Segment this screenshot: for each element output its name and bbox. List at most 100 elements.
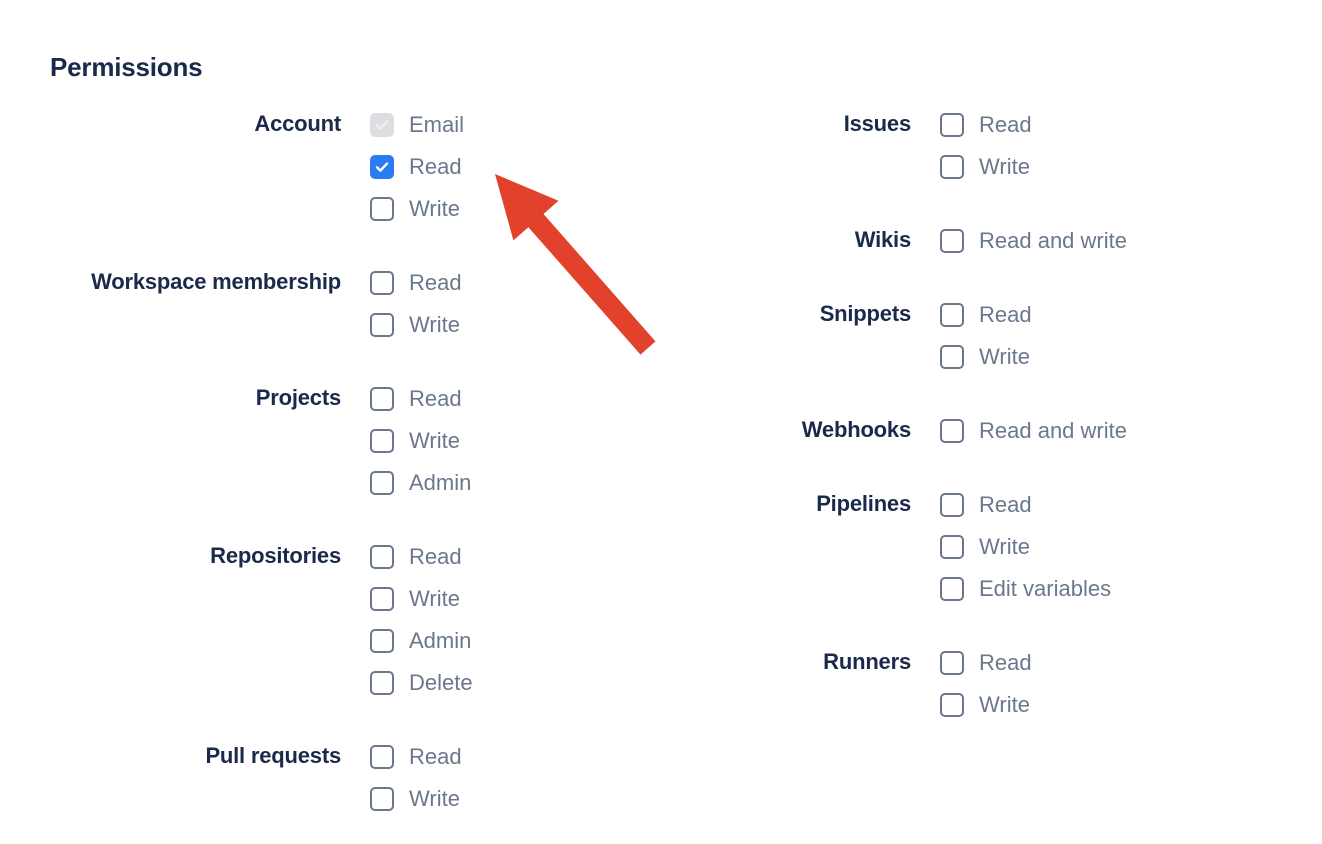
permission-option-label[interactable]: Write (979, 344, 1030, 369)
permission-option-label[interactable]: Write (409, 586, 460, 611)
permission-option-workspace-membership-read[interactable]: Read (370, 262, 462, 304)
permission-option-pipelines-read[interactable]: Read (940, 484, 1111, 526)
permission-option-wikis-read-and-write[interactable]: Read and write (940, 220, 1127, 262)
permission-option-label[interactable]: Read (979, 650, 1032, 675)
permission-option-runners-write[interactable]: Write (940, 684, 1032, 726)
checkbox-pipelines-edit-variables-icon[interactable] (940, 577, 964, 601)
permission-option-label[interactable]: Admin (409, 628, 472, 653)
checkbox-workspace-membership-write-icon[interactable] (370, 313, 394, 337)
permission-option-projects-read[interactable]: Read (370, 378, 471, 420)
permission-option-workspace-membership-write[interactable]: Write (370, 304, 462, 346)
checkbox-issues-write-icon[interactable] (940, 155, 964, 179)
checkbox-projects-write-icon[interactable] (370, 429, 394, 453)
checkbox-wikis-read-and-write-icon[interactable] (940, 229, 964, 253)
permission-option-label[interactable]: Read (409, 744, 462, 769)
checkbox-snippets-read-icon[interactable] (940, 303, 964, 327)
permission-option-repositories-write[interactable]: Write (370, 578, 473, 620)
permission-group-label: Webhooks (801, 417, 911, 442)
permission-option-label[interactable]: Admin (409, 470, 472, 495)
checkbox-account-email-icon (370, 113, 394, 137)
permission-option-runners-read[interactable]: Read (940, 642, 1032, 684)
permission-option-label[interactable]: Write (409, 312, 460, 337)
checkbox-pull-requests-write-icon[interactable] (370, 787, 394, 811)
permission-option-label[interactable]: Write (409, 196, 460, 221)
permission-group-label: Runners (823, 649, 911, 674)
permission-option-label[interactable]: Read (979, 492, 1032, 517)
checkbox-runners-write-icon[interactable] (940, 693, 964, 717)
permission-option-pull-requests-read[interactable]: Read (370, 736, 462, 778)
permission-option-label[interactable]: Read (409, 270, 462, 295)
permission-option-label[interactable]: Write (409, 786, 460, 811)
permission-option-label[interactable]: Read and write (979, 228, 1127, 253)
checkbox-issues-read-icon[interactable] (940, 113, 964, 137)
permission-option-webhooks-read-and-write[interactable]: Read and write (940, 410, 1127, 452)
checkbox-pipelines-write-icon[interactable] (940, 535, 964, 559)
checkbox-repositories-write-icon[interactable] (370, 587, 394, 611)
permission-option-label[interactable]: Read (979, 112, 1032, 137)
permission-group-label: Workspace membership (91, 269, 341, 294)
checkbox-pipelines-read-icon[interactable] (940, 493, 964, 517)
permission-option-label[interactable]: Write (409, 428, 460, 453)
permission-option-snippets-read[interactable]: Read (940, 294, 1032, 336)
permission-option-list: Read and write (911, 410, 1127, 452)
permission-option-label[interactable]: Read and write (979, 418, 1127, 443)
checkbox-projects-read-icon[interactable] (370, 387, 394, 411)
permission-option-pipelines-edit-variables[interactable]: Edit variables (940, 568, 1111, 610)
checkbox-snippets-write-icon[interactable] (940, 345, 964, 369)
permission-option-repositories-admin[interactable]: Admin (370, 620, 473, 662)
permission-group-label: Account (254, 111, 341, 136)
permission-option-repositories-delete[interactable]: Delete (370, 662, 473, 704)
permission-option-label[interactable]: Write (979, 154, 1030, 179)
permission-option-label: Email (409, 112, 465, 137)
permission-option-projects-write[interactable]: Write (370, 420, 471, 462)
permission-option-pull-requests-write[interactable]: Write (370, 778, 462, 820)
permission-option-label[interactable]: Read (409, 154, 462, 179)
checkbox-repositories-read-icon[interactable] (370, 545, 394, 569)
permission-option-list: Read and write (911, 220, 1127, 262)
permission-option-label[interactable]: Write (979, 692, 1030, 717)
permission-option-account-write[interactable]: Write (370, 188, 464, 230)
permission-option-issues-write[interactable]: Write (940, 146, 1032, 188)
permission-option-projects-admin[interactable]: Admin (370, 462, 471, 504)
checkbox-webhooks-read-and-write-icon[interactable] (940, 419, 964, 443)
permission-option-label[interactable]: Read (409, 544, 462, 569)
checkbox-account-write-icon[interactable] (370, 197, 394, 221)
permission-option-issues-read[interactable]: Read (940, 104, 1032, 146)
check-icon (375, 118, 389, 132)
checkbox-repositories-admin-icon[interactable] (370, 629, 394, 653)
permission-option-label[interactable]: Write (979, 534, 1030, 559)
permission-group-label: Issues (843, 111, 911, 136)
permission-group-label: Snippets (819, 301, 912, 326)
checkbox-workspace-membership-read-icon[interactable] (370, 271, 394, 295)
checkbox-projects-admin-icon[interactable] (370, 471, 394, 495)
permission-option-repositories-read[interactable]: Read (370, 536, 473, 578)
permission-option-pipelines-write[interactable]: Write (940, 526, 1111, 568)
permission-group-label: Projects (255, 385, 341, 410)
permission-group-webhooks: Webhooks Read and write (660, 410, 1260, 452)
permission-group-label: Pull requests (205, 743, 341, 768)
permission-option-account-read[interactable]: Read (370, 146, 464, 188)
permission-option-label[interactable]: Read (409, 386, 462, 411)
checkbox-runners-read-icon[interactable] (940, 651, 964, 675)
permission-option-label[interactable]: Edit variables (979, 576, 1112, 601)
permission-option-label[interactable]: Read (979, 302, 1032, 327)
permission-option-label[interactable]: Delete (409, 670, 473, 695)
permission-option-snippets-write[interactable]: Write (940, 336, 1032, 378)
checkbox-pull-requests-read-icon[interactable] (370, 745, 394, 769)
checkbox-repositories-delete-icon[interactable] (370, 671, 394, 695)
checkbox-account-read-icon[interactable] (370, 155, 394, 179)
